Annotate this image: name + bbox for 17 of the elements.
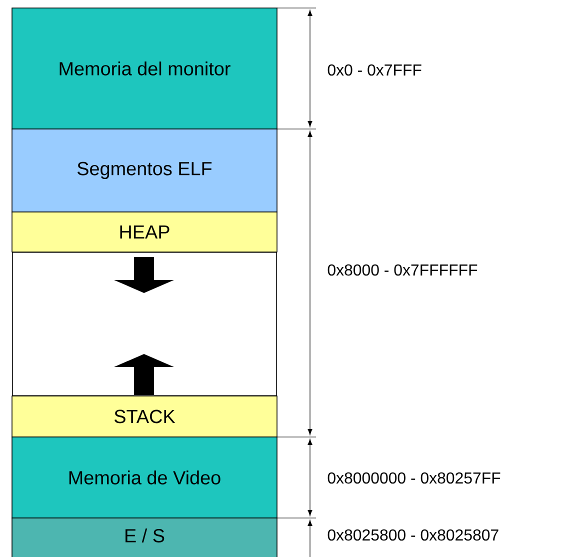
free-memory-band (12, 252, 277, 396)
band-label: Memoria del monitor (60, 62, 230, 76)
band-label: Memoria de Video (69, 470, 220, 484)
address-range: 0x8000000 - 0x80257FF (328, 472, 500, 484)
memory-band (12, 396, 278, 438)
memory-band (12, 8, 278, 130)
band-label: Segmentos ELF (78, 162, 212, 180)
address-range: 0x0 - 0x7FFF (328, 64, 422, 76)
memory-band (12, 518, 278, 557)
memory-band (12, 128, 278, 212)
memory-band (12, 212, 278, 252)
address-range: 0x8000 - 0x7FFFFFF (328, 264, 478, 276)
band-label: STACK (114, 410, 176, 424)
band-label: E / S (126, 528, 164, 542)
band-label: HEAP (120, 226, 170, 238)
address-range: 0x8025800 - 0x8025807 (328, 529, 498, 541)
memory-band (12, 436, 278, 518)
